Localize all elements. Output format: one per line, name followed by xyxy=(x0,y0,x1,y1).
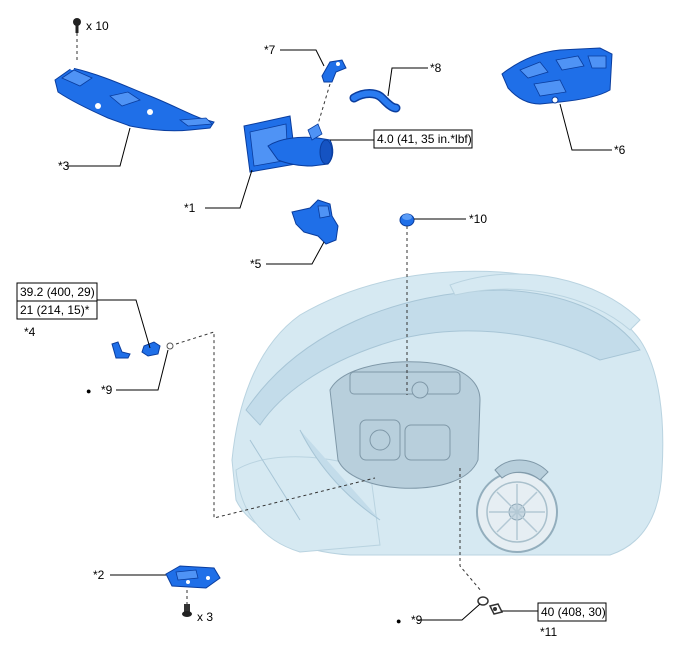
callout-9-lower: *9 xyxy=(411,613,423,627)
part-8-hose xyxy=(349,89,401,113)
leader-lines xyxy=(66,49,612,621)
part-2-cover-plate xyxy=(165,565,221,589)
callout-3: *3 xyxy=(58,159,70,173)
clip-icon xyxy=(73,18,81,62)
dashed-connectors xyxy=(175,83,483,593)
clip-quantity: x 10 xyxy=(86,19,109,33)
part-9-gasket-lower xyxy=(477,596,489,606)
callout-2: *2 xyxy=(93,568,105,582)
torque-value-1: 4.0 (41, 35 in.*lbf) xyxy=(377,132,472,146)
callout-9-upper: *9 xyxy=(101,383,113,397)
callout-4: *4 xyxy=(24,325,36,339)
part-6-engine-cover xyxy=(501,47,613,105)
torque-box-4: 39.2 (400, 29) 21 (214, 15)* xyxy=(16,282,98,320)
torque-value-11: 40 (408, 30) xyxy=(541,605,606,619)
callout-10: *10 xyxy=(469,212,487,226)
callout-6: *6 xyxy=(614,143,626,157)
torque-value-4b: 21 (214, 15)* xyxy=(20,303,90,317)
front-wheel xyxy=(476,459,558,553)
torque-box-11: 40 (408, 30) xyxy=(537,602,607,622)
bullet-9b: ● xyxy=(396,616,401,626)
callout-7: *7 xyxy=(264,43,276,57)
part-4-sensor xyxy=(111,341,174,359)
callout-8: *8 xyxy=(430,61,442,75)
part-1-air-cleaner-duct xyxy=(243,115,334,173)
torque-value-4a: 39.2 (400, 29) xyxy=(20,285,95,299)
torque-box-1: 4.0 (41, 35 in.*lbf) xyxy=(373,129,473,149)
bullet-9a: ● xyxy=(86,386,91,396)
bolt-quantity: x 3 xyxy=(197,610,213,624)
part-7-hose-bracket xyxy=(321,59,347,83)
bolt-icon xyxy=(182,590,192,617)
part-11-plug xyxy=(488,603,504,615)
callout-1: *1 xyxy=(184,201,196,215)
part-3-engine-under-cover xyxy=(54,66,215,132)
engine-assembly xyxy=(329,361,481,489)
callout-5: *5 xyxy=(250,257,262,271)
part-10-cap xyxy=(399,213,415,227)
callout-11: *11 xyxy=(540,625,557,639)
part-5-bracket xyxy=(291,199,339,245)
